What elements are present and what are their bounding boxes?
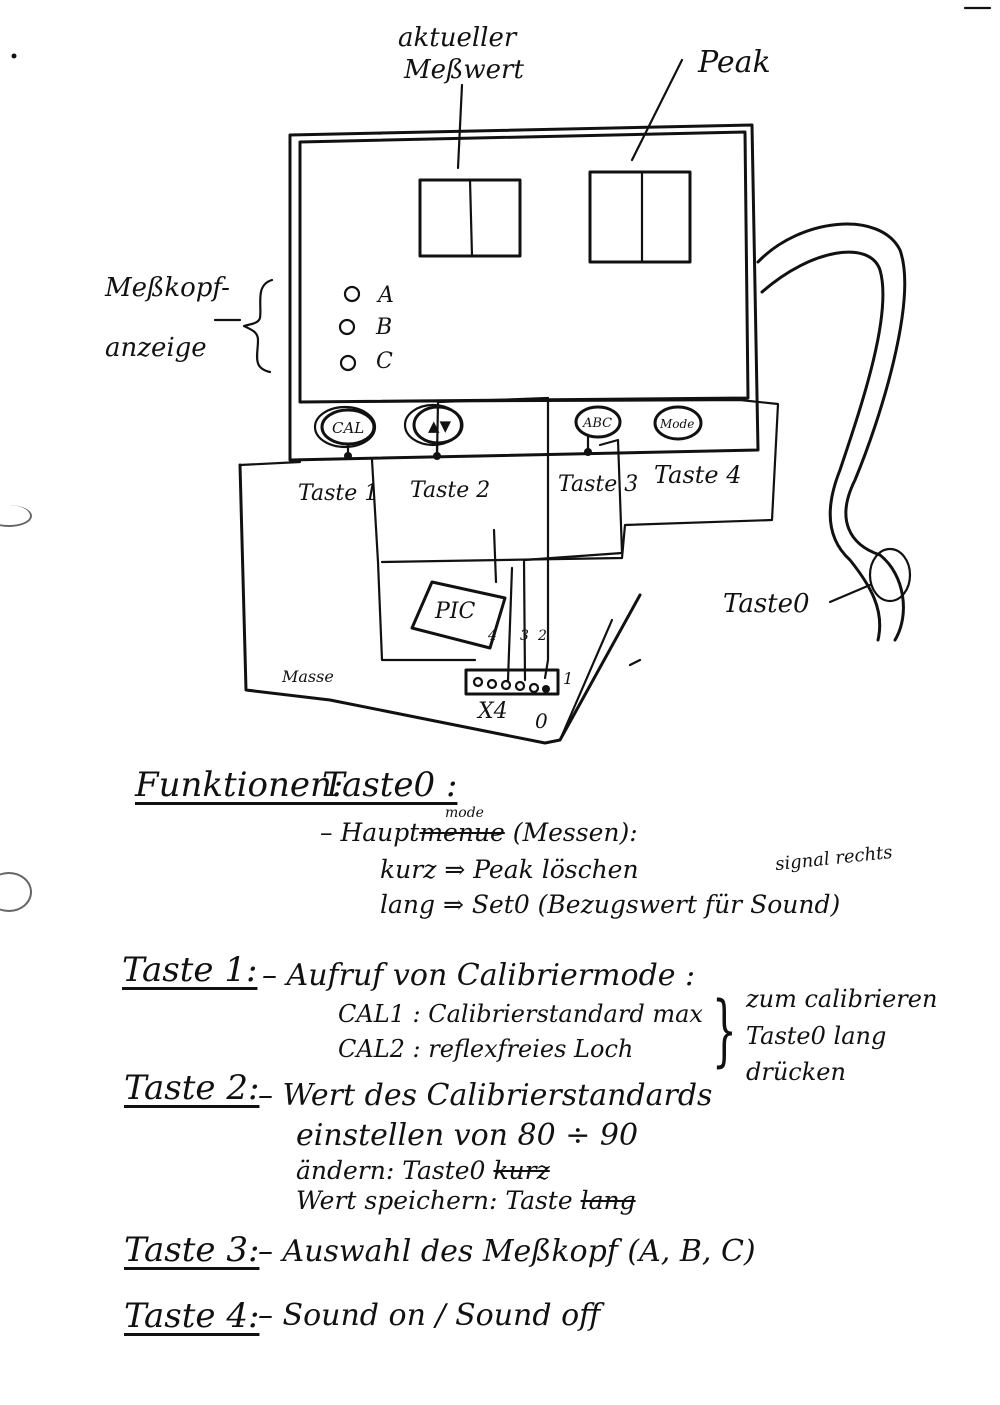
led-b <box>338 318 356 336</box>
taste1-brace-note-2: Taste0 lang <box>746 1022 887 1050</box>
taste0-margin-note: signal rechts <box>774 841 894 876</box>
taste2-title: Taste 2: <box>124 1068 260 1108</box>
button-strip <box>298 398 780 564</box>
taste2-line3: ändern: Taste0 kurz <box>296 1156 550 1185</box>
label-taste4: Taste 4 <box>654 461 742 489</box>
svg-text:▲▼: ▲▼ <box>428 417 452 435</box>
label-taste1: Taste 1 <box>298 481 378 506</box>
label-taste3: Taste 3 <box>558 472 638 497</box>
pin-3: 3 <box>520 628 529 644</box>
led-b-label: B <box>375 315 392 340</box>
label-ground: Masse <box>281 667 334 686</box>
taste1-cal1: CAL1 : Calibrierstandard max <box>338 1000 703 1028</box>
punch-hole-bottom <box>0 872 32 912</box>
taste2-line2: einstellen von 80 ÷ 90 <box>296 1118 639 1153</box>
circuit-board <box>238 463 642 745</box>
label-connector: X4 <box>476 699 508 724</box>
device-sketch: aktueller Meßwert Peak A B C Meßkopf- an… <box>11 6 992 745</box>
taste1-brace-note-1: zum calibrieren <box>746 985 938 1013</box>
cable <box>756 222 907 642</box>
label-head-display-1: Meßkopf- <box>104 273 230 303</box>
wire-taste1 <box>370 458 477 662</box>
taste2-struck-short: kurz <box>493 1156 550 1185</box>
taste4-line1: – Sound on / Sound off <box>258 1298 601 1333</box>
wire-taste2 <box>435 396 550 680</box>
label-taste0: Taste0 <box>723 589 810 619</box>
taste0-title: Taste0 : <box>322 765 458 805</box>
label-connector-zero: 0 <box>535 709 548 733</box>
led-a <box>343 285 361 303</box>
connector-pins <box>472 676 550 694</box>
svg-text:CAL: CAL <box>332 419 364 437</box>
connector-x4 <box>464 668 560 696</box>
taste3-line1: – Auswahl des Meßkopf (A, B, C) <box>258 1234 756 1269</box>
taste3-title: Taste 3: <box>124 1230 260 1270</box>
taste1-cal2: CAL2 : reflexfreies Loch <box>338 1035 634 1063</box>
label-pic: PIC <box>434 599 475 624</box>
head-display-brace <box>242 278 274 374</box>
taste1-brace: } <box>712 986 737 1076</box>
label-current-value-1: aktueller <box>398 23 518 53</box>
taste1-line1: – Aufruf von Calibriermode : <box>262 958 696 993</box>
label-peak: Peak <box>697 45 771 80</box>
mode-button: Mode <box>653 405 703 441</box>
label-connector-one: 1 <box>563 669 573 688</box>
updown-button: ▲▼ <box>403 403 464 447</box>
label-head-display-2: anzeige <box>105 333 207 363</box>
taste1-brace-note-3: drücken <box>746 1058 846 1086</box>
pin-2: 2 <box>537 628 547 644</box>
label-taste2: Taste 2 <box>410 478 490 503</box>
taste1-title: Taste 1: <box>122 950 258 990</box>
taste0-line1: – Hauptmenue (Messen): <box>320 818 638 847</box>
peak-display <box>588 170 692 264</box>
led-a-label: A <box>376 283 394 308</box>
device-housing <box>288 123 760 462</box>
taste0-knob <box>868 547 912 603</box>
taste0-struck: menue <box>419 818 505 847</box>
functions-heading: Funktionen: <box>135 765 344 805</box>
cal-button: CAL <box>313 405 377 449</box>
taste4-title: Taste 4: <box>124 1296 260 1336</box>
pic-chip <box>410 580 507 650</box>
svg-text:ABC: ABC <box>582 416 612 431</box>
taste2-line1: – Wert des Calibrierstandards <box>258 1078 713 1113</box>
wire-taste3 <box>522 438 624 682</box>
pin-4: 4 <box>487 628 497 644</box>
led-c <box>339 354 357 372</box>
label-current-value-2: Meßwert <box>403 55 524 85</box>
taste2-struck-long: lang <box>580 1186 636 1215</box>
wire-4 <box>506 566 514 682</box>
abc-button: ABC <box>574 405 622 439</box>
taste0-line3: lang ⇒ Set0 (Bezugswert für Sound) <box>380 890 841 919</box>
punch-hole-top <box>0 505 32 527</box>
taste0-line2: kurz ⇒ Peak löschen <box>380 855 639 884</box>
taste0-insert: mode <box>445 805 484 821</box>
wire-5 <box>492 528 498 584</box>
svg-text:Mode: Mode <box>659 417 694 431</box>
taste2-line4: Wert speichern: Taste lang <box>296 1186 636 1215</box>
led-c-label: C <box>376 349 393 374</box>
